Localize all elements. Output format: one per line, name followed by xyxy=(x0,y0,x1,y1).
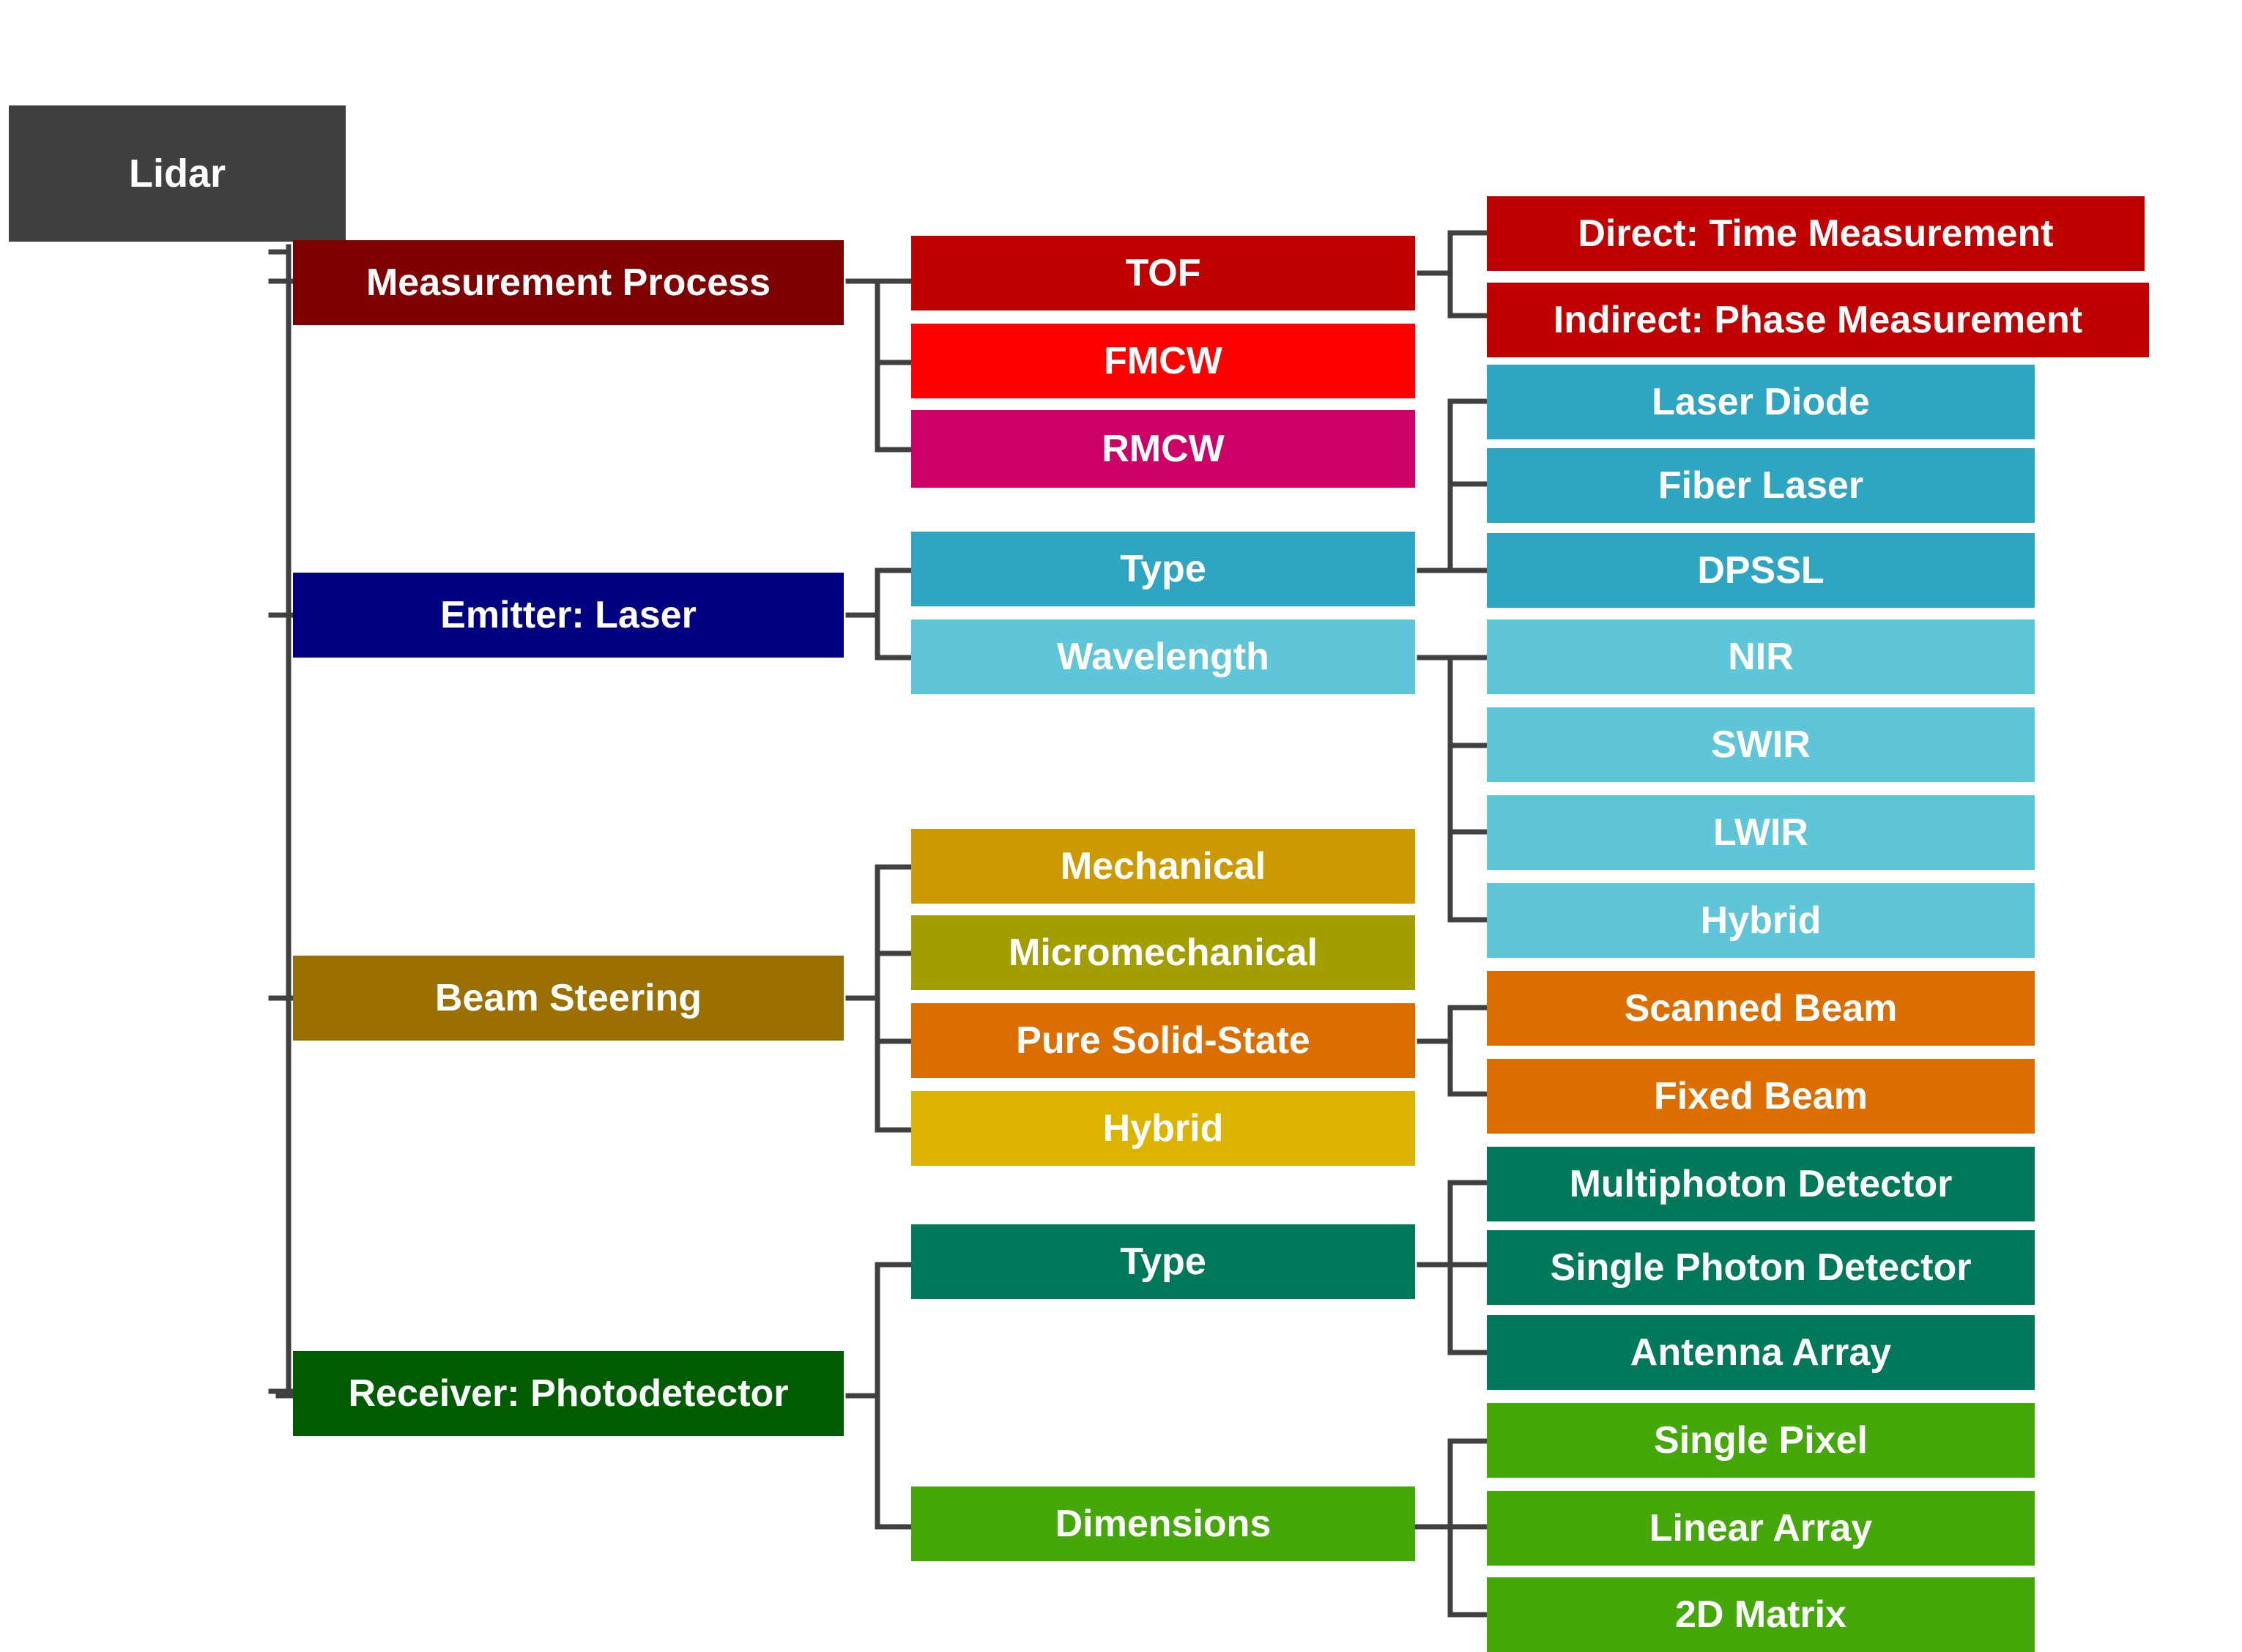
direct-time-measurement-node: Direct: Time Measurement xyxy=(1487,196,2145,271)
connector-wavelength xyxy=(1417,655,1490,923)
2d-matrix-node: 2D Matrix xyxy=(1487,1577,2035,1652)
connector-emitter xyxy=(845,568,914,661)
laser-diode-node: Laser Diode xyxy=(1487,365,2035,439)
connector-tof xyxy=(1417,230,1490,319)
measurement-process-node: Measurement Process xyxy=(293,240,844,325)
beam-hybrid-node: Hybrid xyxy=(911,1091,1415,1166)
fixed-beam-node: Fixed Beam xyxy=(1487,1059,2035,1134)
pure-solid-state-node: Pure Solid-State xyxy=(911,1003,1415,1078)
fiber-laser-node: Fiber Laser xyxy=(1487,448,2035,523)
wavelength-node: Wavelength xyxy=(911,620,1415,694)
connector-solid-state xyxy=(1417,1005,1490,1097)
mechanical-node: Mechanical xyxy=(911,829,1415,904)
nir-node: NIR xyxy=(1487,620,2035,694)
multiphoton-detector-node: Multiphoton Detector xyxy=(1487,1147,2035,1221)
emitter-laser-node: Emitter: Laser xyxy=(293,573,844,658)
micromechanical-node: Micromechanical xyxy=(911,915,1415,990)
fmcw-node: FMCW xyxy=(911,324,1415,398)
tof-node: TOF xyxy=(911,236,1415,310)
root-node: Lidar xyxy=(9,105,346,242)
dpssl-node: DPSSL xyxy=(1487,533,2035,608)
lwir-node: LWIR xyxy=(1487,795,2035,870)
emitter-type-node: Type xyxy=(911,532,1415,606)
swir-node: SWIR xyxy=(1487,707,2035,782)
scanned-beam-node: Scanned Beam xyxy=(1487,971,2035,1046)
connector-receiver xyxy=(845,1262,1490,1530)
connector-beam xyxy=(845,864,914,1133)
connector-measurement xyxy=(845,278,914,453)
wavelength-hybrid-node: Hybrid xyxy=(1487,883,2035,958)
receiver-photodetector-node: Receiver: Photodetector xyxy=(293,1351,844,1436)
indirect-phase-measurement-node: Indirect: Phase Measurement xyxy=(1487,283,2149,357)
linear-array-node: Linear Array xyxy=(1487,1491,2035,1566)
dimensions-node: Dimensions xyxy=(911,1487,1415,1561)
rmcw-node: RMCW xyxy=(911,410,1415,488)
connector-root xyxy=(268,244,299,1399)
receiver-type-node: Type xyxy=(911,1224,1415,1299)
beam-steering-node: Beam Steering xyxy=(293,956,844,1041)
connector-receiver-type xyxy=(1417,1180,1490,1355)
single-pixel-node: Single Pixel xyxy=(1487,1403,2035,1478)
single-photon-detector-node: Single Photon Detector xyxy=(1487,1230,2035,1305)
connector-emitter-type xyxy=(1417,398,1490,573)
antenna-array-node: Antenna Array xyxy=(1487,1315,2035,1390)
connector-dimensions xyxy=(1447,1438,1490,1618)
